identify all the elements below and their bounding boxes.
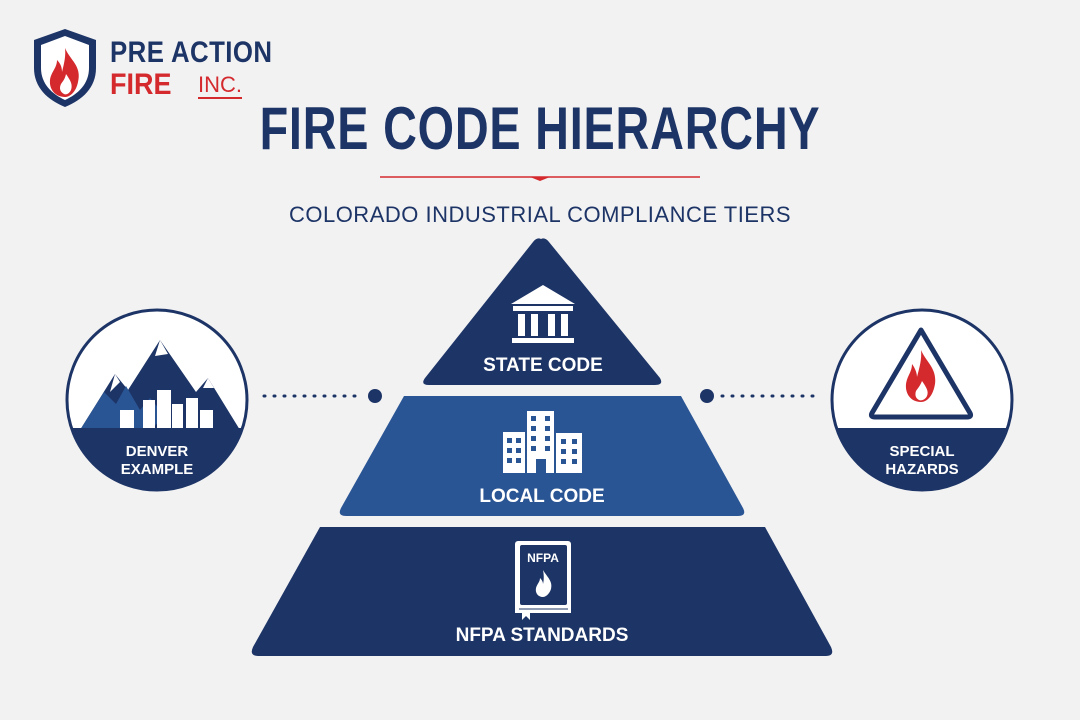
city-buildings-icon <box>503 411 582 473</box>
denver-label-line1: DENVER <box>126 443 189 460</box>
logo-line2: FIRE <box>110 68 172 101</box>
special-hazards-badge: SPECIAL HAZARDS <box>830 308 1014 492</box>
tier-local-code: LOCAL CODE <box>339 396 745 516</box>
tier-state-code: STATE CODE <box>423 238 662 385</box>
tier-nfpa-standards: NFPA NFPA STANDARDS <box>251 527 833 656</box>
connector-left <box>262 389 382 403</box>
tier-label-state: STATE CODE <box>483 355 603 376</box>
title-divider <box>380 176 700 181</box>
hazards-label-line2: HAZARDS <box>885 461 958 478</box>
connector-right <box>700 389 822 403</box>
mountains-city-icon <box>80 340 240 430</box>
book-text: NFPA <box>527 551 559 565</box>
page-title: FIRE CODE HIERARCHY <box>259 95 821 162</box>
logo-suffix: INC. <box>198 72 242 99</box>
shield-flame-icon <box>34 29 96 107</box>
denver-example-badge: DENVER EXAMPLE <box>65 308 249 492</box>
tier-label-nfpa: NFPA STANDARDS <box>456 625 629 646</box>
nfpa-book-icon: NFPA <box>515 541 571 620</box>
hazards-label-line1: SPECIAL <box>889 443 954 460</box>
page-subtitle: COLORADO INDUSTRIAL COMPLIANCE TIERS <box>288 202 792 227</box>
logo-line1: PRE ACTION <box>110 36 273 69</box>
government-building-icon <box>511 285 575 343</box>
company-logo: PRE ACTION FIRE INC. <box>30 26 280 110</box>
denver-label-line2: EXAMPLE <box>121 461 194 478</box>
fire-warning-icon <box>868 327 974 420</box>
tier-label-local: LOCAL CODE <box>479 486 604 507</box>
